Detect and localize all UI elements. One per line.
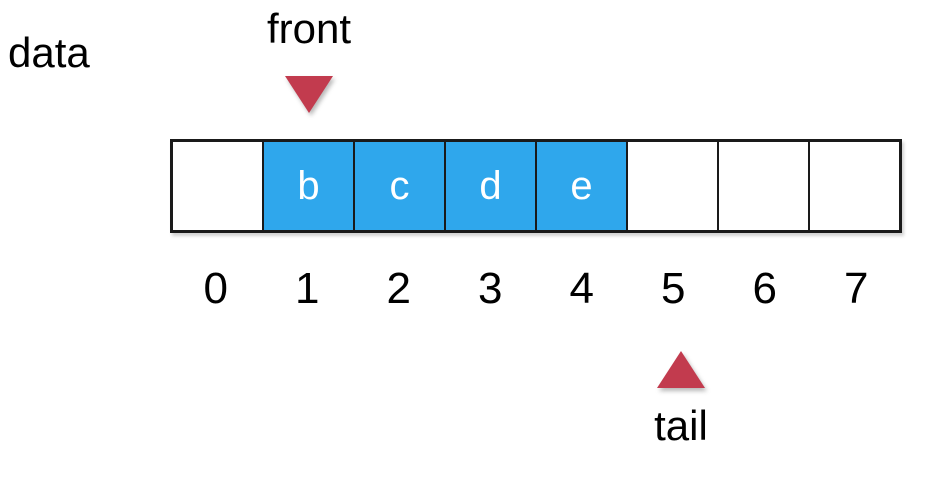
- array-cells-row: b c d e: [170, 139, 902, 233]
- cell-value: b: [297, 163, 320, 208]
- index-label-5: 5: [661, 264, 686, 313]
- tail-pointer-triangle-up-icon: [657, 351, 705, 388]
- array-cell-0: [173, 142, 264, 230]
- cell-value: e: [570, 163, 593, 208]
- cell-value: d: [479, 163, 502, 208]
- index-label-0: 0: [203, 264, 228, 313]
- front-pointer-triangle-down-icon: [285, 76, 333, 113]
- index-label-6: 6: [752, 264, 777, 313]
- array-cell-3: d: [446, 142, 537, 230]
- front-label: front: [266, 5, 352, 52]
- index-row: 0 1 2 3 4 5 6 7: [170, 267, 902, 311]
- array-cell-2: c: [355, 142, 446, 230]
- array-cell-7: [810, 142, 899, 230]
- index-label-1: 1: [295, 264, 320, 313]
- data-label: data: [8, 29, 90, 76]
- cell-value: c: [389, 163, 410, 208]
- index-label-4: 4: [569, 264, 594, 313]
- front-pointer-group: front: [249, 5, 369, 113]
- array-cell-1: b: [264, 142, 355, 230]
- index-label-2: 2: [386, 264, 411, 313]
- index-label-3: 3: [478, 264, 503, 313]
- array-cell-5: [628, 142, 719, 230]
- array-cell-4: e: [537, 142, 628, 230]
- array-cell-6: [719, 142, 810, 230]
- tail-pointer-group: tail: [621, 351, 741, 449]
- tail-label: tail: [654, 402, 708, 449]
- index-label-7: 7: [844, 264, 869, 313]
